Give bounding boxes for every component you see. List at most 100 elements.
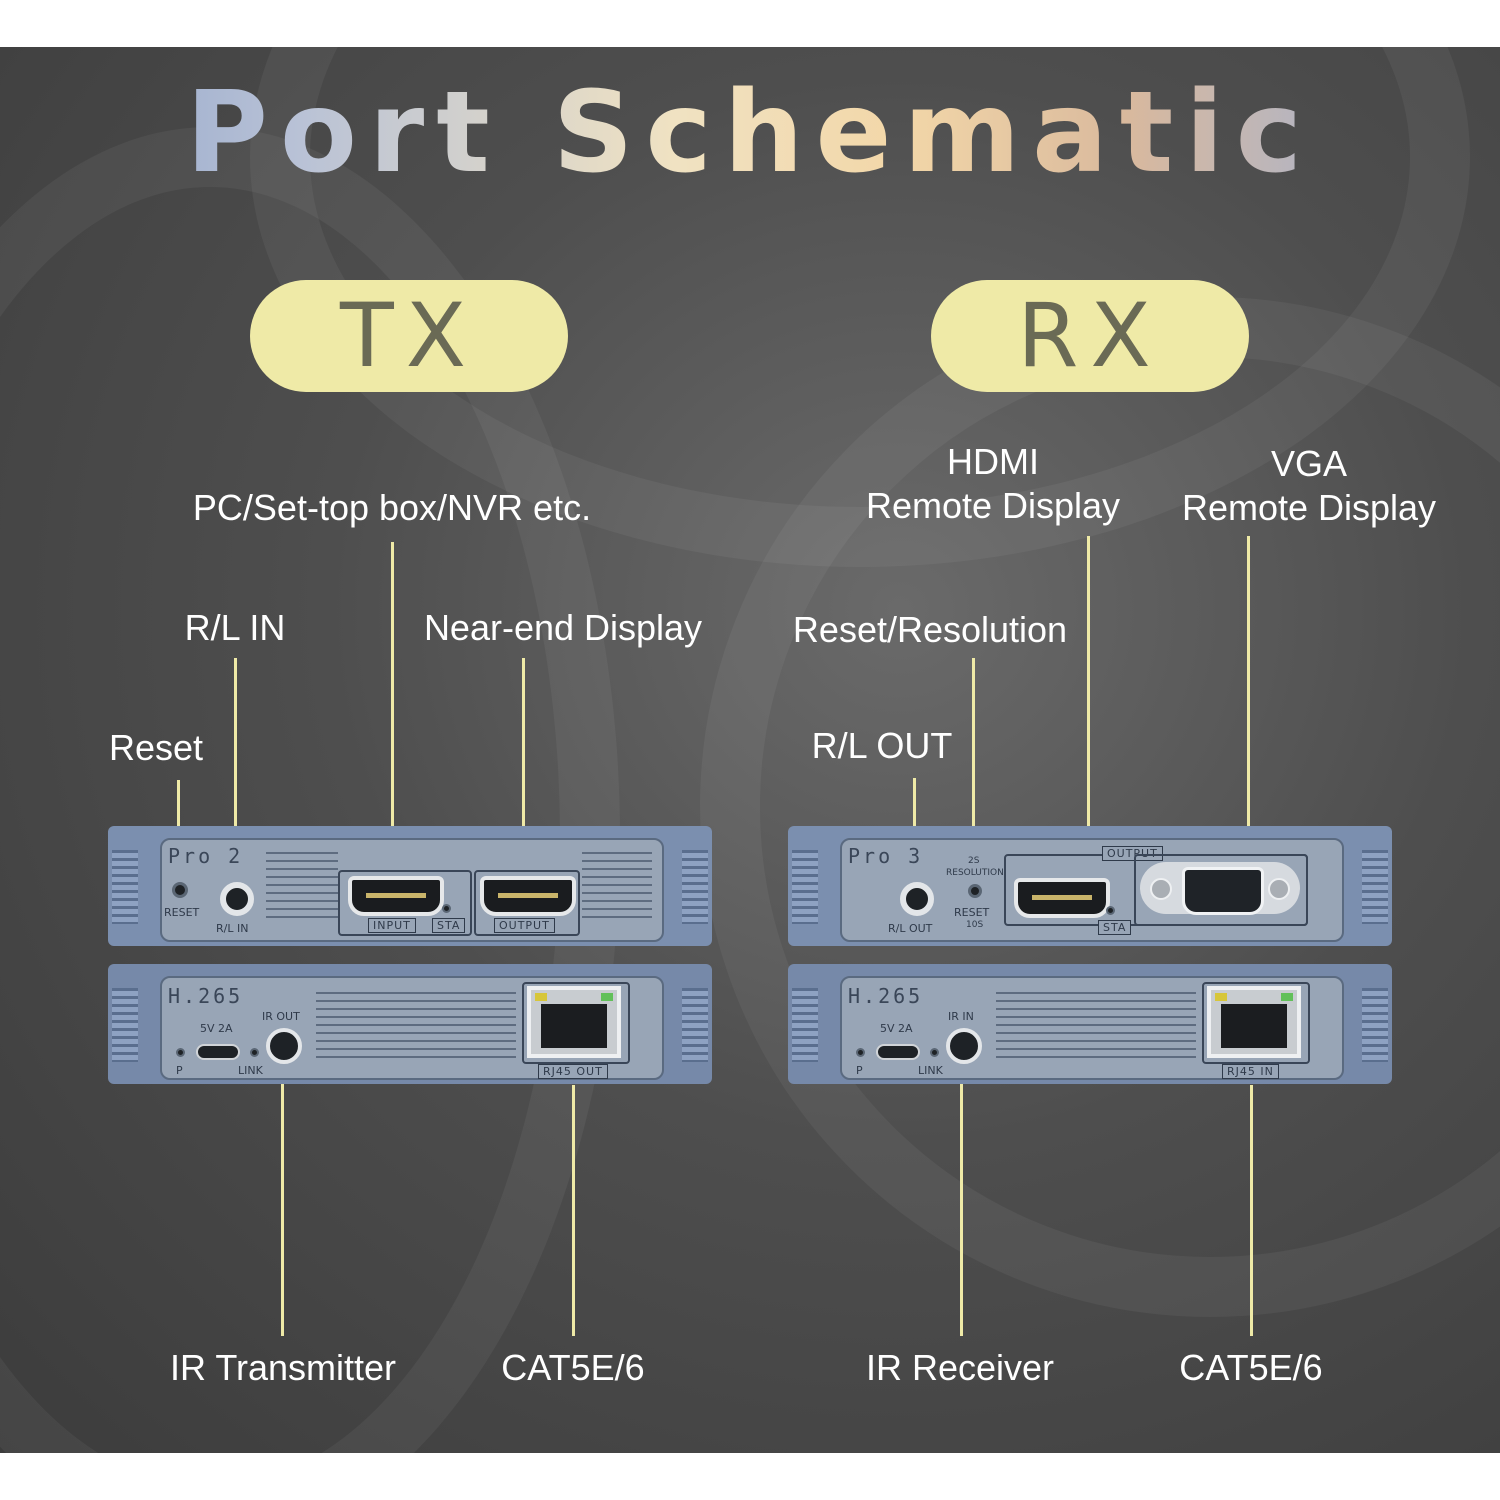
leader-line-near-end xyxy=(522,658,525,864)
rj45-socket xyxy=(1221,1004,1287,1048)
usb-c-power-port[interactable] xyxy=(196,1044,240,1060)
label-hdmi-remote-display: HDMI Remote Display xyxy=(830,440,1156,528)
sta-tag: STA xyxy=(1098,920,1132,935)
label-vga-line2: Remote Display xyxy=(1181,487,1437,528)
label-cat-rx: CAT5E/6 xyxy=(1179,1347,1323,1388)
label-rl-in: R/L IN xyxy=(184,607,286,648)
label-vga-remote-display: VGA Remote Display xyxy=(1160,442,1458,530)
label-reset-resolution: Reset/Resolution xyxy=(792,609,1068,650)
power-text: 5V 2A xyxy=(880,1022,913,1035)
label-vga-line1: VGA xyxy=(1270,443,1348,484)
leader-line-ir-transmitter xyxy=(281,1070,284,1336)
front-panel: H.265 5V 2A P LINK IR OUT RJ45 OUT xyxy=(160,976,664,1080)
output-port-frame xyxy=(474,870,580,936)
leader-line-cat-tx xyxy=(572,1085,575,1336)
hdmi-input-port[interactable] xyxy=(348,876,444,916)
tx-badge: TX xyxy=(250,280,568,392)
status-led xyxy=(442,904,451,913)
rj45-in-tag: RJ45 IN xyxy=(1222,1064,1279,1079)
cooling-fins-right xyxy=(1362,988,1388,1062)
model-label: H.265 xyxy=(168,984,244,1008)
link-led xyxy=(930,1048,939,1057)
reset-resolution-button[interactable] xyxy=(968,884,982,898)
model-label: Pro 3 xyxy=(848,844,924,868)
status-led xyxy=(1106,906,1115,915)
rl-in-text: R/L IN xyxy=(216,922,249,935)
p-text: P xyxy=(856,1064,863,1077)
vent-slots xyxy=(266,852,338,922)
output-tag: OUTPUT xyxy=(1102,846,1163,861)
hdmi-output-port[interactable] xyxy=(480,876,576,916)
usb-c-power-port[interactable] xyxy=(876,1044,920,1060)
resolution-text: RESOLUTION xyxy=(946,868,1004,878)
input-port-frame xyxy=(338,870,472,936)
leader-line-vga-remote xyxy=(1247,536,1250,844)
vga-port-frame xyxy=(1134,854,1308,926)
leader-line-cat-rx xyxy=(1250,1085,1253,1336)
cooling-fins-right xyxy=(682,988,708,1062)
p-text: P xyxy=(176,1064,183,1077)
vent-slots xyxy=(582,852,652,922)
cooling-fins-right xyxy=(682,850,708,924)
leader-line-rl-in xyxy=(234,658,237,883)
cooling-fins-left xyxy=(792,988,818,1062)
cooling-fins-right xyxy=(1362,850,1388,924)
rj45-out-port[interactable] xyxy=(527,986,621,1058)
vga-screw-left xyxy=(1150,878,1172,900)
vent-slots xyxy=(996,992,1196,1062)
ir-in-jack[interactable] xyxy=(946,1028,982,1064)
ir-in-text: IR IN xyxy=(948,1010,974,1023)
link-led xyxy=(250,1048,259,1057)
label-source: PC/Set-top box/NVR etc. xyxy=(192,487,592,528)
label-reset: Reset xyxy=(108,727,204,768)
rx-badge: RX xyxy=(931,280,1249,392)
label-hdmi-line2: Remote Display xyxy=(865,485,1121,526)
rj45-frame xyxy=(522,982,630,1064)
rj45-led-right xyxy=(601,993,613,1001)
rl-out-jack[interactable] xyxy=(900,882,934,916)
label-near-end-display: Near-end Display xyxy=(423,607,703,648)
vga-output-port[interactable] xyxy=(1140,862,1300,915)
label-rl-out: R/L OUT xyxy=(811,725,953,766)
diagram-canvas xyxy=(0,47,1500,1453)
rj45-out-tag: RJ45 OUT xyxy=(538,1064,608,1079)
output-tag: OUTPUT xyxy=(494,918,555,933)
link-text: LINK xyxy=(238,1064,263,1077)
mark-2s: 2S xyxy=(968,856,980,866)
rj45-led-left xyxy=(535,993,547,1001)
front-panel: H.265 5V 2A P LINK IR IN RJ45 IN xyxy=(840,976,1344,1080)
reset-button[interactable] xyxy=(172,882,188,898)
cooling-fins-left xyxy=(112,988,138,1062)
cooling-fins-left xyxy=(792,850,818,924)
link-text: LINK xyxy=(918,1064,943,1077)
reset-text: RESET xyxy=(164,906,200,919)
model-label: Pro 2 xyxy=(168,844,244,868)
label-cat-tx: CAT5E/6 xyxy=(501,1347,645,1388)
label-ir-receiver: IR Receiver xyxy=(865,1347,1055,1388)
rl-in-jack[interactable] xyxy=(220,882,254,916)
rl-out-text: R/L OUT xyxy=(888,922,933,935)
rj45-in-port[interactable] xyxy=(1207,986,1301,1058)
front-panel: Pro 2 RESET R/L IN INPUT STA OUTPUT xyxy=(160,838,664,942)
hdmi-output-port[interactable] xyxy=(1014,878,1110,918)
leader-line-reset-resolution xyxy=(972,658,975,856)
vga-connector xyxy=(1182,867,1264,915)
vent-slots xyxy=(316,992,516,1062)
rj45-socket xyxy=(541,1004,607,1048)
input-tag: INPUT xyxy=(368,918,416,933)
label-hdmi-line1: HDMI xyxy=(947,441,1039,482)
rj45-led-right xyxy=(1281,993,1293,1001)
power-led xyxy=(856,1048,865,1057)
leader-line-ir-receiver xyxy=(960,1072,963,1336)
leader-line-hdmi-remote xyxy=(1087,536,1090,866)
mark-10s: 10S xyxy=(966,920,984,930)
rj45-frame xyxy=(1202,982,1310,1064)
vga-screw-right xyxy=(1268,878,1290,900)
model-label: H.265 xyxy=(848,984,924,1008)
sta-tag: STA xyxy=(432,918,466,933)
label-ir-transmitter: IR Transmitter xyxy=(169,1347,397,1388)
ir-out-text: IR OUT xyxy=(262,1010,300,1023)
power-led xyxy=(176,1048,185,1057)
ir-out-jack[interactable] xyxy=(266,1028,302,1064)
cooling-fins-left xyxy=(112,850,138,924)
